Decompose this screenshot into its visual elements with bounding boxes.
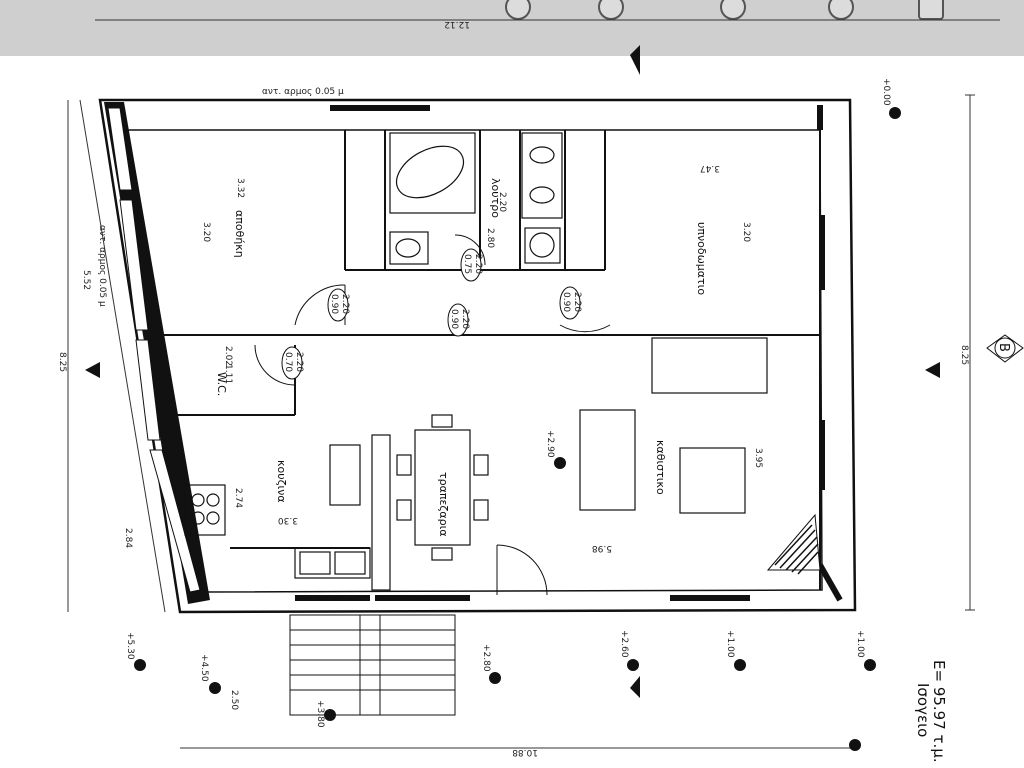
copy-icon[interactable] [918, 0, 944, 20]
level-label: +5.30 [125, 632, 135, 660]
room-bedroom-label: υπνοδωματιο [695, 222, 708, 295]
section-mark: B [986, 334, 1024, 363]
room-living-label: καθιστικο [654, 440, 667, 495]
svg-text:2.20: 2.20 [572, 292, 582, 312]
room-kitchen-label: κουζινα [275, 460, 288, 503]
lasso-icon[interactable] [505, 0, 531, 20]
dim-bed-w: 3.47 [700, 163, 720, 173]
dim-wc-w: 2.02 [223, 346, 233, 366]
dim-bottom-overall: 10.88 [512, 747, 538, 757]
svg-text:0.90: 0.90 [329, 294, 339, 314]
dim-storage-w: 3.32 [235, 178, 245, 198]
svg-text:0.90: 0.90 [449, 309, 459, 329]
svg-text:B: B [996, 343, 1011, 352]
dim-right-height: 8.25 [959, 345, 969, 365]
svg-text:0.70: 0.70 [283, 352, 293, 372]
svg-text:2.20: 2.20 [340, 294, 350, 314]
level-label: +4.50 [199, 654, 209, 682]
dim-top-overall: 12.12 [444, 19, 470, 29]
door-tag: 0.90 2.20 [559, 286, 582, 320]
level-label: +0.00 [881, 78, 891, 106]
door-tag: 0.90 2.20 [327, 288, 350, 322]
dim-kitchen-h: 2.74 [233, 488, 243, 508]
dim-kitchen-w: 3.30 [278, 515, 298, 525]
floor-title: Ισογειο [914, 683, 932, 737]
room-wc-label: W.C. [215, 372, 228, 396]
dim-bath-w: 2.80 [485, 228, 495, 248]
level-label: +2.60 [619, 630, 629, 658]
dim-left-height: 8.25 [57, 352, 67, 372]
dim-living-h: 3.95 [753, 448, 763, 468]
dim-left-upper: 5.52 [81, 270, 91, 290]
pen-icon[interactable] [598, 0, 624, 20]
door-tag: 0.70 2.20 [281, 346, 304, 380]
level-label: +2.80 [481, 644, 491, 672]
svg-text:0.75: 0.75 [462, 254, 472, 274]
level-label: +1.00 [725, 630, 735, 658]
svg-text:0.90: 0.90 [561, 292, 571, 312]
dim-bed-h: 3.20 [741, 222, 751, 242]
room-storage-label: αποθήκη [233, 210, 246, 258]
level-label: +1.00 [855, 630, 865, 658]
room-dining-label: τραπεζαρια [437, 472, 450, 537]
dot-icon[interactable] [828, 0, 854, 20]
dim-bath-h: 2.20 [497, 192, 507, 212]
sparkle-icon[interactable] [720, 0, 746, 20]
level-label: +3.80 [315, 700, 325, 728]
svg-text:2.20: 2.20 [473, 254, 483, 274]
svg-text:2.20: 2.20 [460, 309, 470, 329]
floor-area: E= 95.97 τ.μ. [930, 660, 948, 763]
dim-wc-h: 1.11 [223, 364, 233, 384]
dim-left-stair: 2.50 [229, 690, 239, 710]
svg-text:2.20: 2.20 [294, 352, 304, 372]
dim-living-w: 5.98 [592, 543, 612, 553]
joint-note-left: αντ. αρμος 0.05 μ [97, 225, 107, 307]
door-tag: 0.75 2.20 [460, 248, 483, 282]
dim-left-lower: 2.84 [123, 528, 133, 548]
level-label: +2.90 [545, 430, 555, 458]
dim-storage-h: 3.20 [201, 222, 211, 242]
door-tag: 0.90 2.20 [447, 303, 470, 337]
room-bathroom-label: λουτρο [489, 178, 502, 218]
annotation-toolbar [0, 0, 1024, 56]
joint-note-top: αντ. αρμος 0.05 μ [262, 87, 344, 97]
